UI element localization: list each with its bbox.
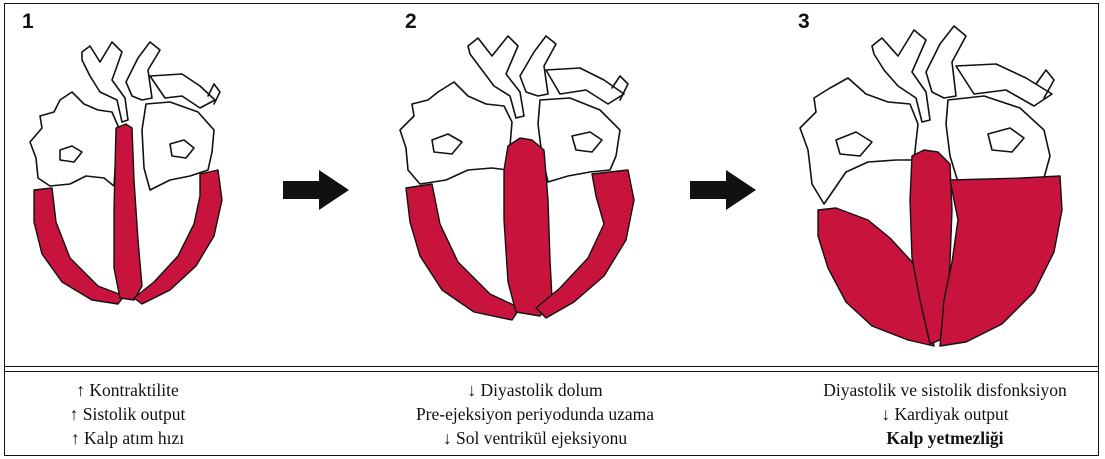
stage-3-caption: Diyastolik ve sistolik disfonksiyon ↓ Ka…	[795, 378, 1095, 450]
stage-1-caption: ↑ Kontraktilite ↑ Sistolik output ↑ Kalp…	[20, 378, 235, 450]
caption-line: ↓ Kardiyak output	[795, 402, 1095, 426]
heart-3-illustration	[0, 0, 1105, 370]
caption-conclusion: Kalp yetmezliği	[795, 426, 1095, 450]
caption-line: Pre-ejeksiyon periyodunda uzama	[380, 402, 690, 426]
caption-line: ↑ Kalp atım hızı	[20, 426, 235, 450]
caption-line: ↑ Kontraktilite	[20, 378, 235, 402]
caption-line: ↓ Diyastolik dolum	[380, 378, 690, 402]
divider-line-double	[4, 371, 1099, 372]
caption-line: ↑ Sistolik output	[20, 402, 235, 426]
caption-line: Diyastolik ve sistolik disfonksiyon	[795, 378, 1095, 402]
stage-2-caption: ↓ Diyastolik dolum Pre-ejeksiyon periyod…	[380, 378, 690, 450]
caption-line: ↓ Sol ventrikül ejeksiyonu	[380, 426, 690, 450]
